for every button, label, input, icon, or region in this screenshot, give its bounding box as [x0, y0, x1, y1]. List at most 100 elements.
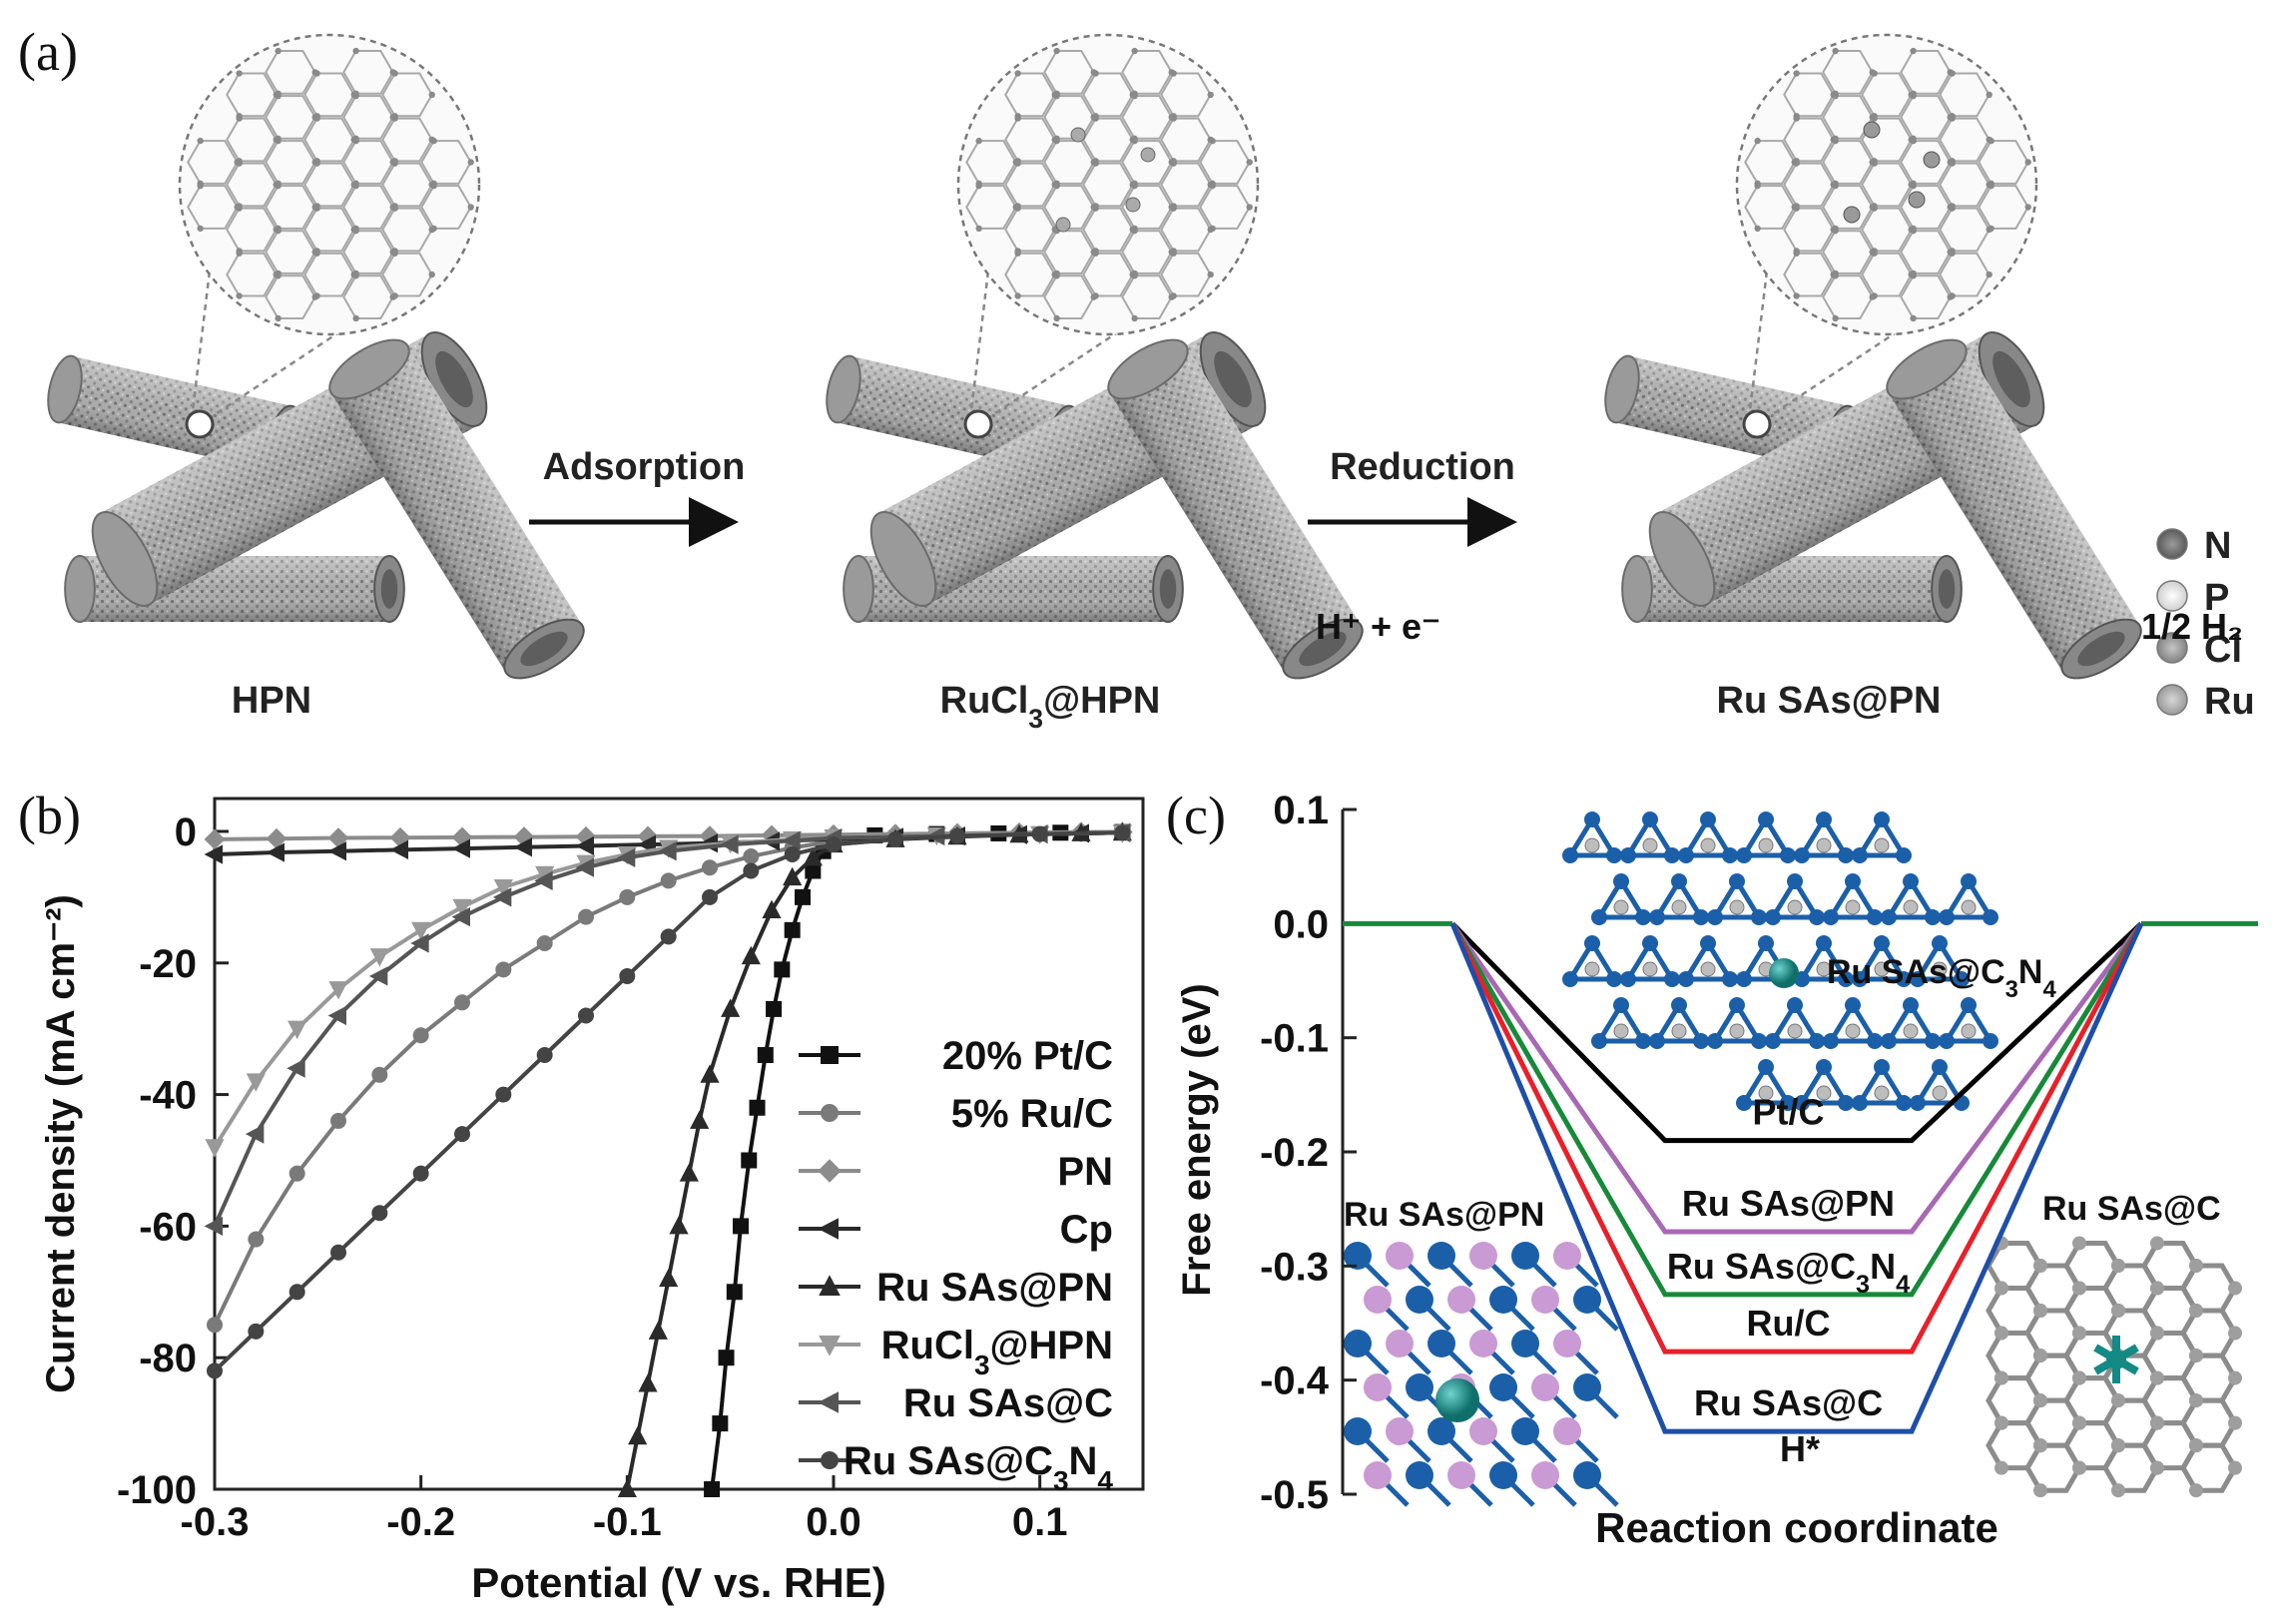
lattice-atom: [236, 160, 243, 167]
zoom-guide: [1764, 258, 2007, 421]
c-atom: [1961, 1023, 1977, 1039]
lattice-atom: [1131, 47, 1138, 55]
stage-label: RuCl3@HPN: [940, 680, 1161, 734]
c-atom: [1994, 1281, 2008, 1296]
ring-hex: [303, 117, 355, 163]
data-point: [578, 908, 594, 925]
data-point: [368, 966, 388, 986]
lattice-atom: [197, 225, 204, 233]
panel-b-label: (b): [18, 786, 81, 845]
lattice-atom: [1170, 115, 1177, 122]
data-point: [766, 1000, 783, 1017]
cl-atom: [1125, 197, 1141, 213]
n-atom: [1838, 847, 1854, 863]
ring-hex: [1004, 72, 1056, 118]
ring-hex: [1978, 185, 2029, 230]
data-point: [784, 921, 801, 938]
ru-atom: [1923, 151, 1941, 169]
tube-opening: [1992, 350, 2030, 408]
data-point: [493, 878, 513, 898]
c-atom: [1613, 1023, 1629, 1039]
lattice-atom: [391, 115, 398, 122]
lattice-atom: [275, 92, 282, 100]
lattice-atom: [1910, 314, 1917, 322]
ring-hex: [1160, 117, 1212, 163]
lattice-atom: [1170, 250, 1177, 257]
c-atom: [2072, 1460, 2086, 1475]
cn-ring: [1710, 1000, 1764, 1044]
c-atom: [1729, 1023, 1745, 1039]
lattice-atom: [313, 115, 320, 122]
data-point: [733, 1218, 749, 1235]
n-atom: [1939, 909, 1955, 925]
lattice-atom: [1131, 182, 1138, 190]
ring-hex: [187, 185, 239, 230]
ring-hex: [1939, 117, 1991, 163]
tube-end-left: [47, 354, 83, 424]
series-line: [213, 830, 1123, 1228]
c-atom: [1874, 837, 1890, 853]
series-Ru SAs@C: Ru SAs@C: [1449, 922, 2144, 1434]
x-tick-label: 0.0: [806, 1500, 861, 1544]
legend-ball-ru: [2156, 684, 2188, 716]
lattice-atom: [1053, 182, 1060, 190]
ring-hex: [1121, 274, 1173, 319]
n-atom: [1751, 909, 1767, 925]
n-atom: [1573, 1461, 1601, 1489]
c-atom: [2150, 1370, 2164, 1385]
data-point: [743, 847, 760, 864]
data-point: [617, 1478, 637, 1497]
y-tick-label: -0.5: [1260, 1473, 1329, 1517]
legend-label: RuCl3@HPN: [881, 1324, 1113, 1380]
arrow-label: Reduction: [1330, 446, 1515, 488]
c-atom: [2111, 1304, 2125, 1319]
ring-hex: [1900, 230, 1952, 274]
plot-b-series: [204, 821, 1133, 1497]
lattice-atom: [428, 271, 435, 278]
n-atom: [1489, 1373, 1517, 1401]
data-point: [669, 1215, 689, 1235]
tube-end-left: [843, 555, 874, 623]
c-atom: [1874, 1085, 1890, 1101]
zoom-origin: [963, 409, 993, 439]
lattice-atom: [1988, 182, 1994, 190]
cn-ring: [1942, 1000, 1995, 1044]
lattice-atom: [197, 182, 204, 190]
lattice-atom: [975, 137, 982, 145]
n-atom: [1671, 997, 1687, 1013]
c-atom: [1613, 899, 1629, 915]
lattice-atom: [352, 227, 359, 235]
ring-hex: [1861, 207, 1913, 253]
cn-ring: [1913, 1062, 1967, 1106]
lattice-atom: [1092, 70, 1099, 77]
ring-hex: [1783, 162, 1835, 208]
legend-label: Cl: [2204, 629, 2242, 671]
c-atom: [1642, 837, 1658, 853]
plot-c-axes: 0.10.0-0.1-0.2-0.3-0.4-0.5: [1260, 789, 1357, 1517]
inset-right-label: Ru SAs@C: [2042, 1190, 2221, 1228]
lattice-atom: [1170, 292, 1177, 299]
data-point: [371, 1066, 388, 1083]
lattice-atom: [1832, 314, 1839, 322]
lattice-atom: [1092, 160, 1099, 167]
inset-top-label: Ru SAs@C3N4: [1827, 953, 2056, 1003]
lattice-atom: [1986, 271, 1992, 278]
ring-hex: [303, 72, 355, 118]
n-atom: [1700, 935, 1716, 951]
lattice-atom: [313, 205, 320, 212]
n-atom: [1671, 873, 1687, 889]
tube-end-left: [826, 354, 861, 424]
ru-atom: [1843, 206, 1861, 224]
c-atom: [2072, 1236, 2086, 1251]
n-atom: [1910, 971, 1926, 987]
lattice-atom: [1793, 160, 1800, 167]
c-atom: [2189, 1304, 2203, 1319]
x-tick-label: -0.1: [593, 1500, 662, 1544]
c-atom: [1700, 837, 1716, 853]
graphene-ring: [2180, 1263, 2238, 1314]
